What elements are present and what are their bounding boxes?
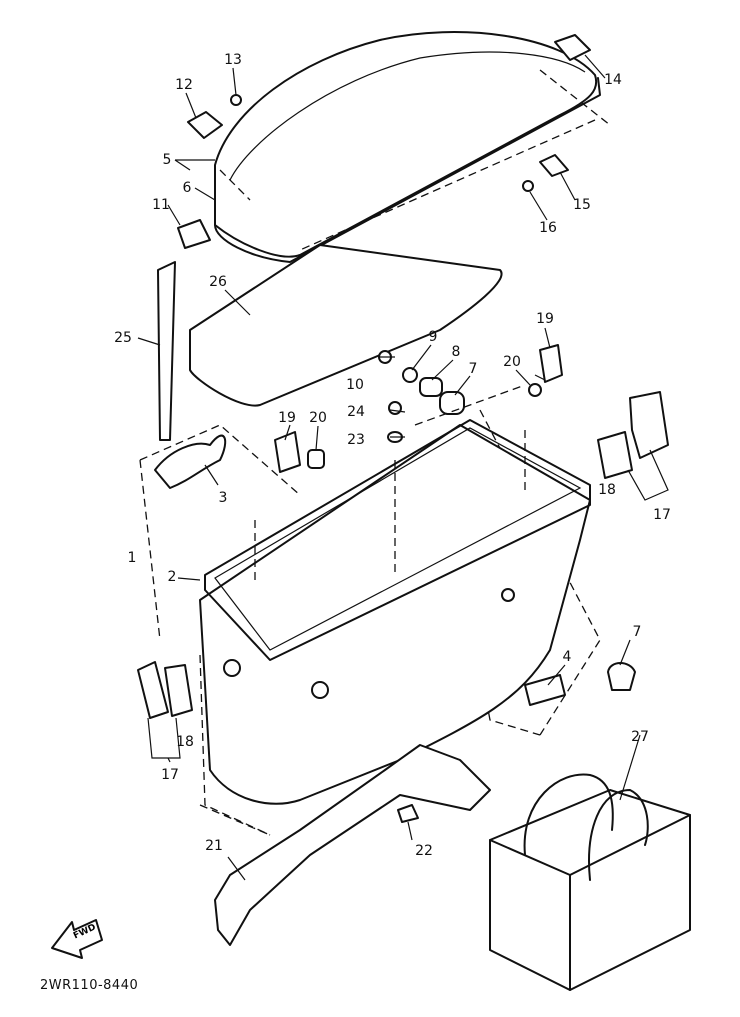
grommet-part-7-lower bbox=[607, 662, 636, 691]
callout-21: 21 bbox=[205, 838, 223, 854]
case-part-1 bbox=[139, 384, 601, 836]
callout-10: 10 bbox=[346, 377, 364, 393]
bracket-part-11 bbox=[177, 219, 211, 249]
spacer-part-8 bbox=[419, 377, 443, 397]
callout-17-right: 17 bbox=[653, 507, 671, 523]
callout-19-left: 19 bbox=[278, 410, 296, 426]
base-part-18-left bbox=[164, 664, 193, 717]
cap-part-14 bbox=[554, 34, 591, 61]
plate-part-4 bbox=[524, 674, 566, 706]
screw-part-24 bbox=[388, 401, 402, 415]
gasket-part-3 bbox=[154, 434, 227, 489]
callout-7-upper: 7 bbox=[468, 361, 478, 377]
nut-part-20-right bbox=[528, 383, 542, 397]
bracket-part-19-right bbox=[539, 344, 563, 383]
bag-part-27 bbox=[489, 773, 691, 991]
callout-8: 8 bbox=[451, 344, 461, 360]
callout-20-left: 20 bbox=[309, 410, 327, 426]
nut-part-20-left bbox=[307, 449, 325, 469]
callout-19-right: 19 bbox=[536, 311, 554, 327]
callout-18-right: 18 bbox=[598, 482, 616, 498]
callout-17-left: 17 bbox=[161, 767, 179, 783]
bracket-part-19-left bbox=[274, 431, 301, 473]
callout-25: 25 bbox=[114, 330, 132, 346]
callout-20-right: 20 bbox=[503, 354, 521, 370]
latch-part-17-right bbox=[629, 391, 669, 459]
callout-2: 2 bbox=[167, 569, 177, 585]
callout-12: 12 bbox=[175, 77, 193, 93]
callout-9: 9 bbox=[428, 329, 438, 345]
callout-3: 3 bbox=[218, 490, 228, 506]
strap-part-25 bbox=[157, 261, 176, 441]
drawing-code: 2WR110-8440 bbox=[40, 978, 139, 993]
screw-part-16 bbox=[522, 180, 534, 192]
mat-part-26 bbox=[189, 244, 503, 407]
callout-23: 23 bbox=[347, 432, 365, 448]
latch-part-17-left bbox=[137, 661, 169, 719]
callout-11: 11 bbox=[152, 197, 170, 213]
rail-part-21 bbox=[214, 744, 491, 946]
clip-part-22 bbox=[397, 804, 419, 823]
grommet-part-7 bbox=[439, 391, 465, 415]
callout-18-left: 18 bbox=[176, 734, 194, 750]
callout-6: 6 bbox=[182, 180, 192, 196]
callout-15: 15 bbox=[573, 197, 591, 213]
fwd-arrow-icon bbox=[51, 919, 103, 959]
callout-27: 27 bbox=[631, 729, 649, 745]
callout-22: 22 bbox=[415, 843, 433, 859]
base-part-18-right bbox=[597, 431, 633, 479]
plate-part-15 bbox=[539, 154, 569, 177]
callout-16: 16 bbox=[539, 220, 557, 236]
callout-7-lower: 7 bbox=[632, 624, 642, 640]
callout-13: 13 bbox=[224, 52, 242, 68]
callout-5: 5 bbox=[162, 152, 172, 168]
callout-1: 1 bbox=[127, 550, 137, 566]
hinge-part-12 bbox=[187, 111, 223, 139]
washer-part-9 bbox=[402, 367, 418, 383]
callout-24: 24 bbox=[347, 404, 365, 420]
callout-4: 4 bbox=[562, 649, 572, 665]
lid-part-5 bbox=[214, 31, 611, 263]
callout-14: 14 bbox=[604, 72, 622, 88]
screw-part-13 bbox=[230, 94, 242, 106]
leader-lines bbox=[137, 54, 641, 881]
callout-26: 26 bbox=[209, 274, 227, 290]
